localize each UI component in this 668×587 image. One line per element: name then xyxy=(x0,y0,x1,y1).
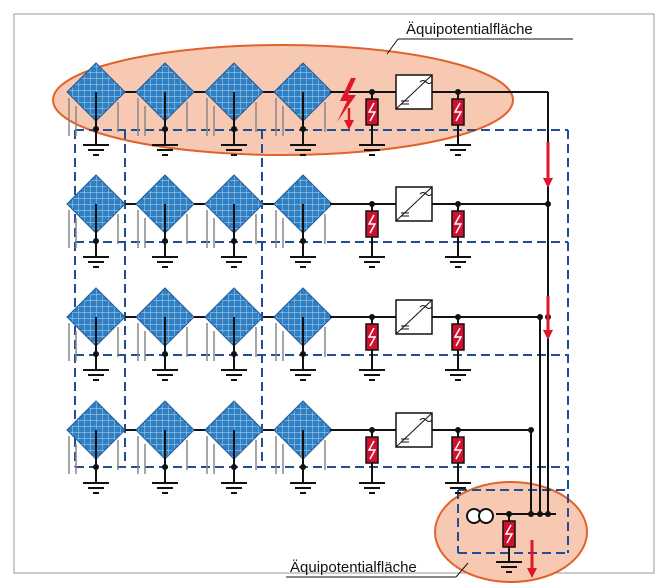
junction-dot xyxy=(545,511,551,517)
pv-row xyxy=(66,174,548,268)
junction-dot xyxy=(93,238,99,244)
figure-frame xyxy=(13,13,655,574)
pv-rows xyxy=(66,62,548,494)
earth-ground-icon xyxy=(152,369,178,381)
lightning-strike-icon xyxy=(337,78,356,130)
current-arrow-icon xyxy=(543,296,553,340)
earth-ground-icon xyxy=(83,144,109,156)
pv-row xyxy=(66,62,548,156)
current-arrow-icon xyxy=(527,540,537,578)
label-bottom-leader xyxy=(455,562,469,578)
surge-protector-icon xyxy=(365,323,379,351)
junction-dot xyxy=(93,126,99,132)
earth-ground-icon xyxy=(359,369,385,381)
earth-ground-icon xyxy=(152,256,178,268)
inverter-icon xyxy=(395,74,433,110)
junction-dot xyxy=(537,314,543,320)
earth-ground-icon xyxy=(83,369,109,381)
junction-dot xyxy=(93,464,99,470)
surge-protector-icon xyxy=(365,210,379,238)
label-bottom: Äquipotentialfläche xyxy=(290,559,417,576)
earth-ground-icon xyxy=(83,256,109,268)
current-arrow-icon xyxy=(543,142,553,188)
junction-dot xyxy=(231,238,237,244)
earth-ground-icon xyxy=(445,144,471,156)
earth-ground-icon xyxy=(221,482,247,494)
earth-ground-icon xyxy=(359,144,385,156)
junction-dot xyxy=(300,464,306,470)
ground-mesh xyxy=(74,129,569,554)
junction-dot xyxy=(162,238,168,244)
earth-ground-icon xyxy=(290,256,316,268)
earth-ground-icon xyxy=(445,482,471,494)
junction-dot xyxy=(300,126,306,132)
earth-ground-icon xyxy=(221,369,247,381)
transformer-icon xyxy=(466,508,494,524)
label-top-group: Äquipotentialfläche xyxy=(386,21,573,55)
junction-dot xyxy=(162,126,168,132)
junction-dot xyxy=(528,427,534,433)
earth-ground-icon xyxy=(496,561,522,573)
junction-dot xyxy=(545,201,551,207)
junction-dot xyxy=(528,511,534,517)
label-top-leader xyxy=(386,38,399,55)
earth-ground-icon xyxy=(290,144,316,156)
earth-ground-icon xyxy=(221,256,247,268)
surge-protector-icon xyxy=(365,98,379,126)
earth-ground-icon xyxy=(359,482,385,494)
earth-ground-icon xyxy=(445,369,471,381)
earth-ground-icon xyxy=(359,256,385,268)
inverter-icon xyxy=(395,412,433,448)
earth-ground-icon xyxy=(221,144,247,156)
earth-ground-icon xyxy=(83,482,109,494)
earth-ground-icon xyxy=(152,144,178,156)
junction-dot xyxy=(231,351,237,357)
earth-ground-icon xyxy=(445,256,471,268)
earth-ground-icon xyxy=(290,482,316,494)
junction-dot xyxy=(231,126,237,132)
surge-protector-icon xyxy=(451,436,465,464)
junction-dot xyxy=(231,464,237,470)
surge-protector-icon xyxy=(451,210,465,238)
junction-dot xyxy=(537,511,543,517)
label-top: Äquipotentialfläche xyxy=(406,21,533,38)
trunk-wiring xyxy=(466,92,556,578)
pv-row xyxy=(66,287,540,381)
junction-dot xyxy=(93,351,99,357)
inverter-icon xyxy=(395,299,433,335)
junction-dot xyxy=(300,351,306,357)
label-bottom-group: Äquipotentialfläche xyxy=(286,559,469,578)
junction-dot xyxy=(300,238,306,244)
earth-ground-icon xyxy=(290,369,316,381)
inverter-icon xyxy=(395,186,433,222)
junction-dot xyxy=(162,464,168,470)
junction-dot xyxy=(162,351,168,357)
surge-protector-icon xyxy=(365,436,379,464)
pv-row xyxy=(66,400,531,494)
earth-ground-icon xyxy=(152,482,178,494)
surge-protector-icon xyxy=(502,520,516,548)
surge-protector-icon xyxy=(451,323,465,351)
surge-protector-icon xyxy=(451,98,465,126)
